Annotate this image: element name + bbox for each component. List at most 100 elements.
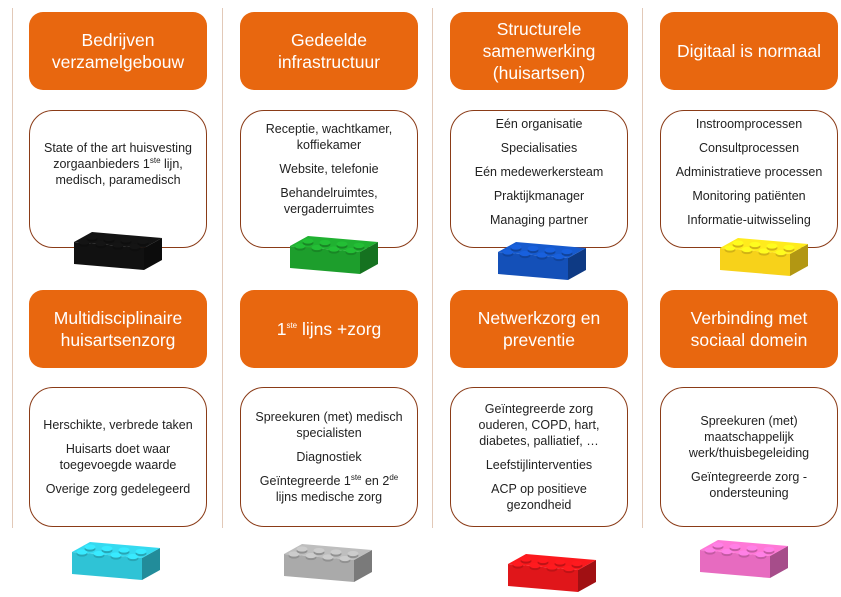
brick-stud [758,248,770,254]
brick-stud [529,562,541,569]
brick-stud [86,234,98,240]
brick-stud [120,237,132,243]
header-gedeelde-infrastructuur: Gedeelde infrastructuur [240,12,418,90]
brick-side-face [568,248,586,280]
brick-stud [546,564,558,570]
brick-front-face [284,554,354,582]
brick-stud [93,550,105,557]
brick-stud [571,560,583,567]
yellow-lego-brick [720,238,808,276]
brick-stud [112,242,124,248]
brick-stud [76,549,88,555]
card-multidisciplinaire-huisartsenzorg: Herschikte, verbrede taken Huisarts doet… [29,387,207,527]
card-verbinding-sociaal-domein: Spreekuren (met) maatschappelijk werk/th… [660,387,838,527]
card-1ste-lijns-zorg: Spreekuren (met) medisch specialisten Di… [240,387,418,527]
card-item: Geïntegreerde zorg - ondersteuning [690,470,808,500]
brick-stud [519,250,531,257]
brick-stud [732,240,744,246]
brick-stud [721,548,733,555]
brick-side-face [144,238,162,270]
brick-stud [84,544,96,550]
brick-stud [330,549,342,555]
brick-stud [353,242,365,249]
card-item: Administratieve processen [675,165,823,179]
brick-stud [729,543,741,550]
header-structurele-samenwerking: Structurele samenwerking (huisartsen) [450,12,628,90]
brick-stud [537,557,549,564]
header-label: Gedeelde infrastructuur [277,30,381,72]
brick-stud [746,545,758,551]
card-item: Informatie-uitwisseling [687,213,811,227]
brick-stud [137,238,149,245]
header-label: Bedrijven verzamelgebouw [51,30,185,72]
pink-lego-brick [700,540,788,578]
header-label: 1ste lijns +zorg [276,319,382,339]
card-item: Herschikte, verbrede taken [43,418,193,432]
brick-stud [302,238,314,244]
column-divider [12,8,13,528]
brick-stud [755,551,767,558]
brick-front-face [72,552,142,580]
card-item: Spreekuren (met) maatschappelijk werk/th… [688,414,810,460]
brick-stud [724,245,736,251]
brick-front-face [74,242,144,270]
card-item: Consultprocessen [698,141,800,155]
brick-stud [712,542,724,548]
brick-stud [313,547,325,554]
brick-stud [135,548,147,555]
brick-stud [544,247,556,253]
brick-stud [554,559,566,565]
brick-stud [129,243,141,250]
brick-stud [561,248,573,255]
card-item: Behandelruimtes, vergaderruimtes [280,186,378,216]
brick-stud [527,245,539,252]
brick-front-face [290,246,360,274]
blue-lego-brick [498,242,586,280]
brick-stud [127,553,139,560]
brick-stud [118,547,130,553]
card-item: Geïntegreerde zorg ouderen, COPD, hart, … [478,402,600,448]
card-bedrijven-verzamelgebouw: State of the art huisvesting zorgaanbied… [29,110,207,248]
column-divider [642,8,643,528]
card-item: Managing partner [490,213,588,227]
header-1ste-lijns-zorg: 1ste lijns +zorg [240,290,418,368]
brick-side-face [354,550,372,582]
card-item: Eén organisatie [495,117,583,131]
brick-stud [536,252,548,258]
brick-stud [553,253,565,260]
card-item: Overige zorg gedelegeerd [45,482,191,496]
card-structurele-samenwerking: Eén organisatie Specialisaties Eén medew… [450,110,628,248]
header-label: Verbinding met sociaal domein [690,308,808,350]
header-label: Digitaal is normaal [677,41,821,61]
brick-stud [766,243,778,249]
brick-stud [502,249,514,255]
brick-stud [741,246,753,253]
card-item: ACP op positieve gezondheid [491,482,587,512]
brick-stud [103,235,115,242]
brick-stud [296,546,308,552]
column-divider [222,8,223,528]
card-item: Receptie, wachtkamer, koffiekamer [265,122,393,152]
card-item-text: State of the art huisvesting zorgaanbied… [43,141,192,187]
header-digitaal-is-normaal: Digitaal is normaal [660,12,838,90]
card-gedeelde-infrastructuur: Receptie, wachtkamer, koffiekamer Websit… [240,110,418,248]
brick-front-face [498,252,568,280]
black-lego-brick [74,232,162,270]
brick-stud [510,244,522,250]
brick-stud [783,244,795,251]
card-item: Huisarts doet waar toegevoegde waarde [59,442,177,472]
brick-stud [345,247,357,254]
card-item: Eén medewerkersteam [474,165,604,179]
brick-stud [704,547,716,553]
brick-side-face [790,244,808,276]
header-verbinding-sociaal-domein: Verbinding met sociaal domein [660,290,838,368]
brick-stud [305,552,317,559]
brick-stud [763,546,775,553]
brick-stud [110,552,122,558]
header-multidisciplinaire-huisartsenzorg: Multidisciplinaire huisartsenzorg [29,290,207,368]
brick-front-face [508,564,578,592]
red-lego-brick [508,554,596,592]
brick-stud [95,240,107,247]
header-label: Netwerkzorg en preventie [477,308,601,350]
card-digitaal-is-normaal: Instroomprocessen Consultprocessen Admin… [660,110,838,248]
